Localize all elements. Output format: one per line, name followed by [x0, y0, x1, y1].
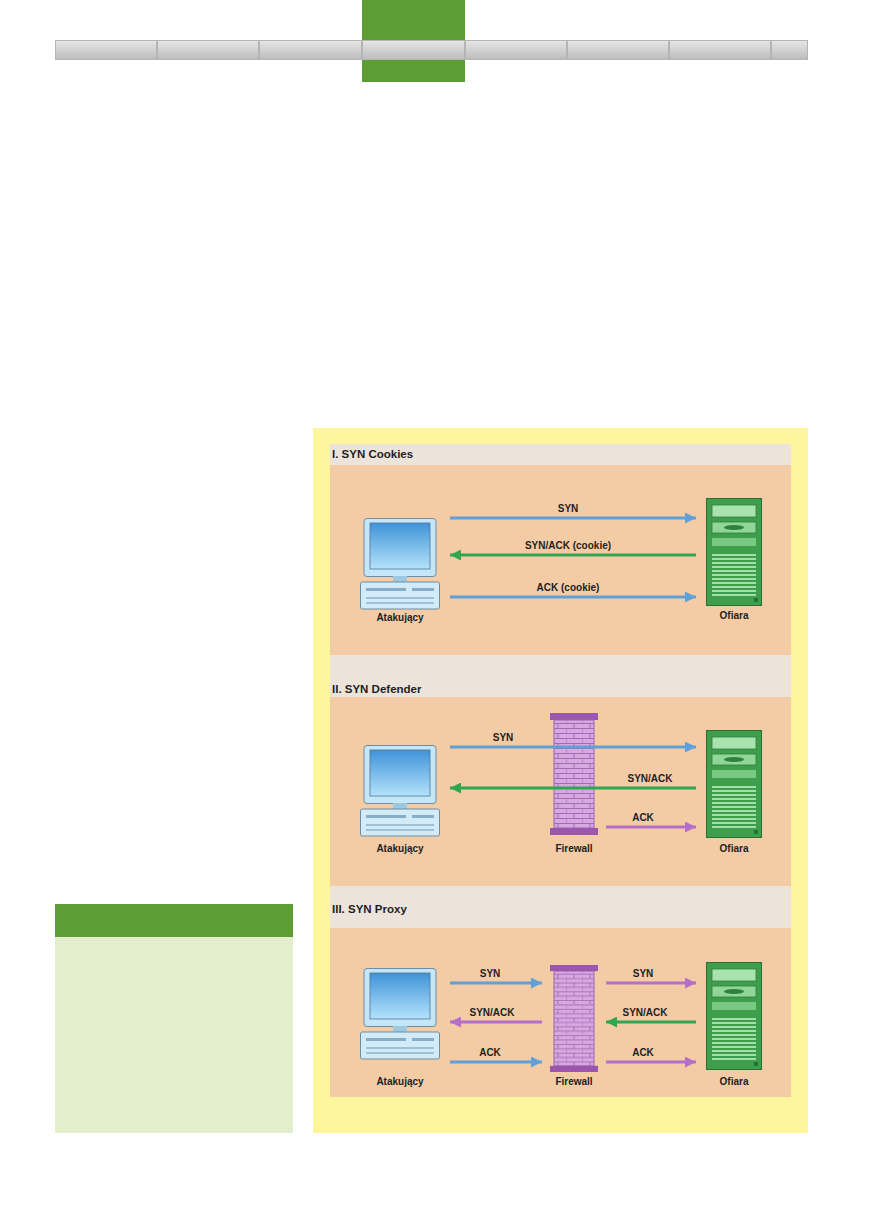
host-node: Ofiara [700, 726, 768, 857]
firewall-icon [550, 965, 598, 1072]
host-node: Atakujący [354, 962, 446, 1090]
host-label: Atakujący [376, 611, 423, 626]
arrow-label: ACK [632, 812, 654, 824]
arrow-label: ACK [632, 1047, 654, 1059]
server-icon [707, 963, 762, 1070]
computer-icon [361, 969, 440, 1060]
host-label: Atakujący [376, 842, 423, 857]
arrow-label: SYN [558, 503, 579, 515]
host-node: Firewall [546, 961, 602, 1090]
message-arrow [450, 596, 696, 599]
arrow-label: SYN/ACK [469, 1007, 514, 1019]
message-arrow [606, 1061, 696, 1064]
nav-tab [772, 41, 807, 59]
arrow-label: SYN [480, 968, 501, 980]
section-ground [330, 465, 791, 655]
message-arrow [606, 1021, 696, 1024]
message-arrow [450, 982, 542, 985]
arrow-label: SYN/ACK (cookie) [525, 540, 611, 552]
host-label: Ofiara [720, 842, 749, 857]
nav-tab [56, 41, 156, 59]
section-band: II. SYN DefenderAtakujący Firewall Ofiara [330, 655, 791, 886]
nav-bar [55, 40, 808, 60]
active-tab [362, 0, 465, 82]
computer-icon [361, 519, 440, 610]
arrow-label: ACK (cookie) [537, 582, 600, 594]
nav-tab [363, 41, 464, 59]
server-icon [707, 731, 762, 838]
nav-tab [670, 41, 770, 59]
figure-panel [313, 428, 808, 1133]
host-node: Atakujący [354, 741, 446, 857]
host-label: Firewall [555, 1075, 592, 1090]
host-node: Atakujący [354, 514, 446, 626]
host-node: Ofiara [700, 958, 768, 1090]
arrow-label: SYN [633, 968, 654, 980]
host-label: Ofiara [720, 609, 749, 624]
message-arrow [450, 787, 696, 790]
firewall-icon [550, 713, 598, 835]
sidebar-body [55, 937, 293, 1133]
section-band [330, 886, 791, 928]
section-title: III. SYN Proxy [330, 902, 407, 916]
nav-tab [158, 41, 258, 59]
sidebar-header [55, 904, 293, 937]
host-label: Firewall [555, 842, 592, 857]
arrow-label: SYN [493, 732, 514, 744]
arrow-label: SYN/ACK [627, 773, 672, 785]
host-label: Ofiara [720, 1075, 749, 1090]
message-arrow [606, 982, 696, 985]
host-node: Ofiara [700, 496, 768, 624]
nav-tab [260, 41, 361, 59]
section-title: II. SYN Defender [330, 682, 421, 696]
section-band [330, 655, 791, 697]
computer-icon [361, 746, 440, 837]
message-arrow [450, 1021, 542, 1024]
section-band: III. SYN ProxyAtakujący Firewall Ofiara [330, 886, 791, 1097]
host-label: Atakujący [376, 1075, 423, 1090]
arrow-label: SYN/ACK [622, 1007, 667, 1019]
arrow-label: ACK [479, 1047, 501, 1059]
message-arrow [450, 517, 696, 520]
section-ground [330, 697, 791, 886]
host-node: Firewall [546, 709, 602, 857]
message-arrow [450, 554, 696, 557]
nav-tab [466, 41, 566, 59]
server-icon [707, 499, 762, 606]
nav-tabs [56, 41, 807, 59]
section-title: I. SYN Cookies [330, 447, 413, 461]
drawing-part [450, 518, 696, 1062]
message-arrow [606, 826, 696, 829]
section-band [330, 444, 791, 465]
message-arrow [450, 746, 696, 749]
message-arrow [450, 1061, 542, 1064]
nav-tab [568, 41, 668, 59]
section-ground [330, 928, 791, 1097]
